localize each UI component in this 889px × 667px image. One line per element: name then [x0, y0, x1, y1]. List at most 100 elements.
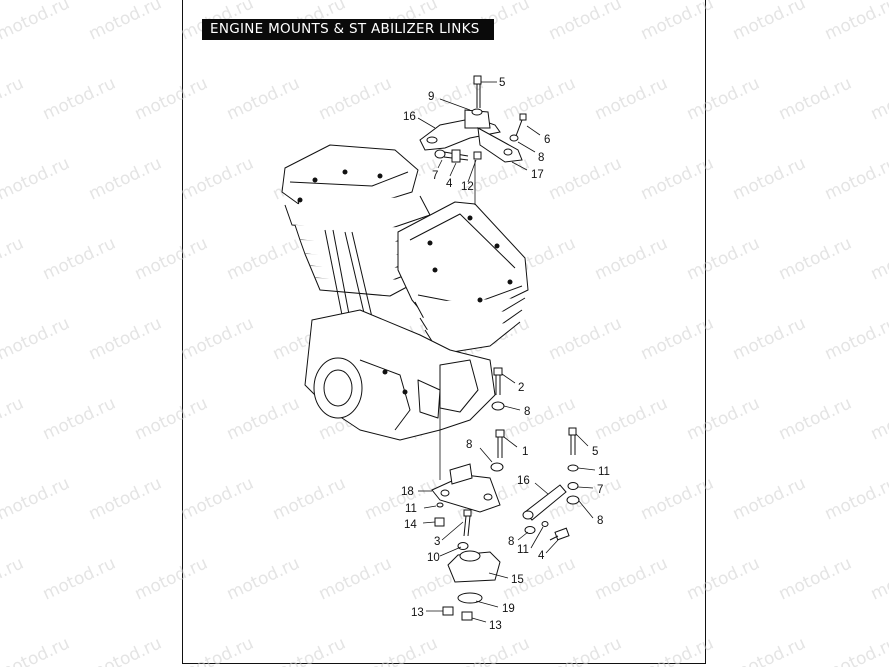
callout-8: 8: [524, 406, 530, 418]
watermark-text: motod.ru: [868, 73, 889, 124]
watermark-text: motod.ru: [638, 153, 717, 204]
watermark-text: motod.ru: [224, 73, 303, 124]
watermark-text: motod.ru: [730, 633, 809, 667]
watermark-text: motod.ru: [270, 473, 349, 524]
watermark-text: motod.ru: [224, 553, 303, 604]
callout-4: 4: [446, 178, 453, 190]
callout-15: 15: [511, 574, 524, 586]
watermark-text: motod.ru: [730, 313, 809, 364]
watermark-text: motod.ru: [178, 153, 257, 204]
callout-5: 5: [499, 77, 505, 89]
watermark-text: motod.ru: [224, 233, 303, 284]
watermark-text: motod.ru: [40, 553, 119, 604]
watermark-text: motod.ru: [0, 0, 73, 45]
watermark-text: motod.ru: [776, 233, 855, 284]
watermark-text: motod.ru: [132, 73, 211, 124]
callout-18: 18: [401, 486, 414, 498]
callout-14: 14: [404, 519, 417, 531]
callout-8: 8: [466, 439, 472, 451]
watermark-text: motod.ru: [316, 73, 395, 124]
callout-9: 9: [428, 91, 434, 103]
watermark-text: motod.ru: [40, 233, 119, 284]
watermark-text: motod.ru: [0, 393, 27, 444]
watermark-text: motod.ru: [178, 313, 257, 364]
callout-8: 8: [538, 152, 544, 164]
watermark-text: motod.ru: [86, 153, 165, 204]
callout-3: 3: [434, 536, 440, 548]
callout-5: 5: [592, 446, 598, 458]
diagram-title: ENGINE MOUNTS & ST ABILIZER LINKS: [202, 19, 494, 40]
watermark-text: motod.ru: [132, 553, 211, 604]
watermark-text: motod.ru: [0, 553, 27, 604]
watermark-text: motod.ru: [822, 633, 889, 667]
callout-13: 13: [489, 620, 502, 632]
top-stabilizer-link: [419, 75, 527, 163]
watermark-text: motod.ru: [776, 553, 855, 604]
watermark-text: motod.ru: [868, 393, 889, 444]
callout-16: 16: [403, 111, 416, 123]
watermark-text: motod.ru: [362, 473, 441, 524]
watermark-text: motod.ru: [592, 73, 671, 124]
watermark-text: motod.ru: [822, 473, 889, 524]
watermark-text: motod.ru: [684, 393, 763, 444]
watermark-text: motod.ru: [132, 233, 211, 284]
watermark-text: motod.ru: [454, 153, 533, 204]
callout-11: 11: [405, 503, 417, 515]
watermark-text: motod.ru: [0, 153, 73, 204]
watermark-text: motod.ru: [86, 313, 165, 364]
watermark-text: motod.ru: [316, 553, 395, 604]
watermark-text: motod.ru: [362, 633, 441, 667]
callout-2: 2: [518, 382, 524, 394]
watermark-text: motod.ru: [270, 633, 349, 667]
engine-illustration: [281, 144, 529, 441]
callout-17: 17: [531, 169, 544, 181]
watermark-text: motod.ru: [776, 73, 855, 124]
watermark-text: motod.ru: [638, 473, 717, 524]
callout-12: 12: [461, 181, 474, 193]
watermark-text: motod.ru: [0, 473, 73, 524]
callout-8: 8: [597, 515, 603, 527]
watermark-text: motod.ru: [684, 553, 763, 604]
callout-7: 7: [432, 170, 438, 182]
callout-11: 11: [517, 544, 529, 556]
watermark-text: motod.ru: [86, 0, 165, 45]
watermark-text: motod.ru: [546, 153, 625, 204]
watermark-text: motod.ru: [546, 313, 625, 364]
watermark-text: motod.ru: [868, 233, 889, 284]
callout-16: 16: [517, 475, 530, 487]
watermark-text: motod.ru: [178, 473, 257, 524]
callout-13: 13: [411, 607, 424, 619]
callout-1: 1: [522, 446, 528, 458]
watermark-text: motod.ru: [86, 633, 165, 667]
watermark-text: motod.ru: [684, 233, 763, 284]
watermark-text: motod.ru: [500, 393, 579, 444]
callout-19: 19: [502, 603, 515, 615]
callout-11: 11: [598, 466, 610, 478]
watermark-text: motod.ru: [500, 73, 579, 124]
head-bolt-dots: [297, 169, 513, 395]
callout-6: 6: [544, 134, 550, 146]
watermark-text: motod.ru: [132, 393, 211, 444]
watermark-text: motod.ru: [0, 633, 73, 667]
callout-10: 10: [427, 552, 440, 564]
watermark-text: motod.ru: [822, 0, 889, 45]
watermark-text: motod.ru: [40, 73, 119, 124]
watermark-text: motod.ru: [178, 633, 257, 667]
callout-7: 7: [597, 484, 603, 496]
watermark-text: motod.ru: [684, 73, 763, 124]
watermark-text: motod.ru: [454, 633, 533, 667]
watermark-text: motod.ru: [638, 633, 717, 667]
watermark-text: motod.ru: [822, 153, 889, 204]
callout-4: 4: [538, 550, 545, 562]
watermark-text: motod.ru: [592, 233, 671, 284]
watermark-text: motod.ru: [0, 73, 27, 124]
watermark-text: motod.ru: [40, 393, 119, 444]
callout-8: 8: [508, 536, 514, 548]
watermark-text: motod.ru: [868, 553, 889, 604]
watermark-text: motod.ru: [730, 0, 809, 45]
watermark-text: motod.ru: [0, 313, 73, 364]
watermark-text: motod.ru: [592, 553, 671, 604]
watermark-text: motod.ru: [822, 313, 889, 364]
watermark-text: motod.ru: [638, 0, 717, 45]
